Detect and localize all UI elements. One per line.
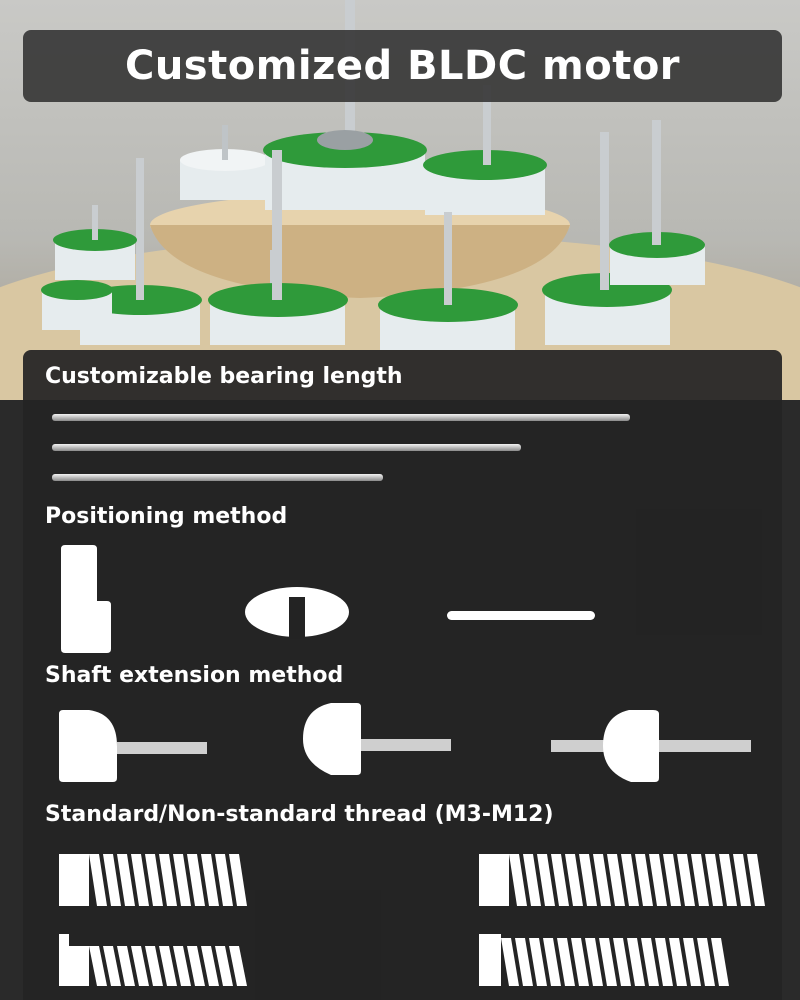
bearing-long-bar — [52, 414, 630, 421]
shaft-right-icon — [59, 710, 207, 782]
section-title-thread: Standard/Non-standard thread (M3-M12) — [45, 802, 554, 827]
motor — [180, 125, 270, 200]
motor — [423, 85, 547, 215]
flat-pin-icon — [447, 611, 595, 620]
thread-long-head-icon — [479, 854, 765, 906]
bearing-short-bar — [52, 474, 383, 481]
motor — [41, 280, 113, 330]
page-title: Customized BLDC motor — [124, 43, 681, 89]
thread-short-step-icon — [59, 934, 247, 986]
motor — [609, 120, 705, 285]
thread-short-head-icon — [59, 854, 247, 906]
shaft-both-sides-icon — [551, 710, 751, 782]
motor — [263, 130, 427, 210]
page-title-banner: Customized BLDC motor — [23, 30, 782, 102]
slotted-disc-icon — [245, 587, 349, 639]
section-title-bearing-length: Customizable bearing length — [45, 364, 403, 389]
shaft-left-icon — [303, 703, 451, 775]
section-title-shaft-extension: Shaft extension method — [45, 663, 344, 688]
motor — [378, 212, 518, 350]
motor — [208, 150, 348, 345]
motor — [542, 132, 672, 345]
bearing-medium-bar — [52, 444, 521, 451]
thread-long-step-icon — [479, 934, 729, 986]
step-block-icon — [61, 545, 111, 653]
motor — [53, 205, 137, 280]
features-panel: Customizable bearing length Positioning … — [23, 350, 782, 1000]
section-title-positioning: Positioning method — [45, 504, 288, 529]
